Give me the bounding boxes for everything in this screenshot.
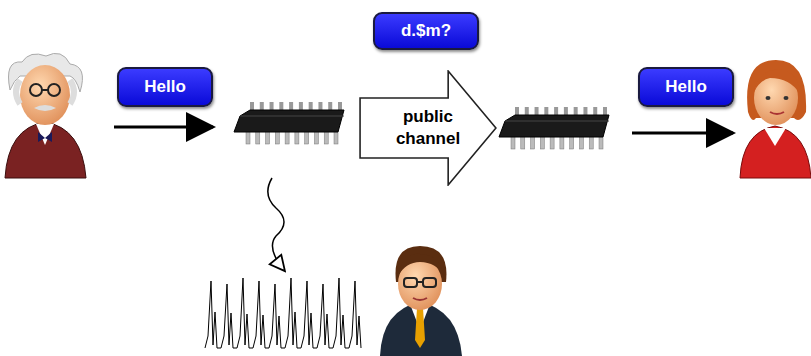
node-label: public channel <box>389 106 467 150</box>
plaintext-box: Hello <box>638 67 734 107</box>
leakage-line <box>268 178 284 270</box>
arrow-outline <box>359 70 497 186</box>
node-label: Hello <box>665 77 707 97</box>
output-arrow <box>632 132 733 135</box>
channel-arrow: public channel <box>359 70 497 186</box>
plaintext-box: Hello <box>117 67 213 107</box>
sender-figure <box>5 53 86 178</box>
ciphertext-box: d.$m? <box>373 12 479 50</box>
power-trace <box>205 278 361 348</box>
input-arrow <box>114 126 213 129</box>
receiver-figure <box>740 60 811 178</box>
receiver-chip <box>499 107 609 149</box>
node-label: Hello <box>144 77 186 97</box>
eavesdropper-figure <box>380 246 462 356</box>
sender-chip <box>234 102 344 144</box>
node-label: d.$m? <box>401 21 451 41</box>
